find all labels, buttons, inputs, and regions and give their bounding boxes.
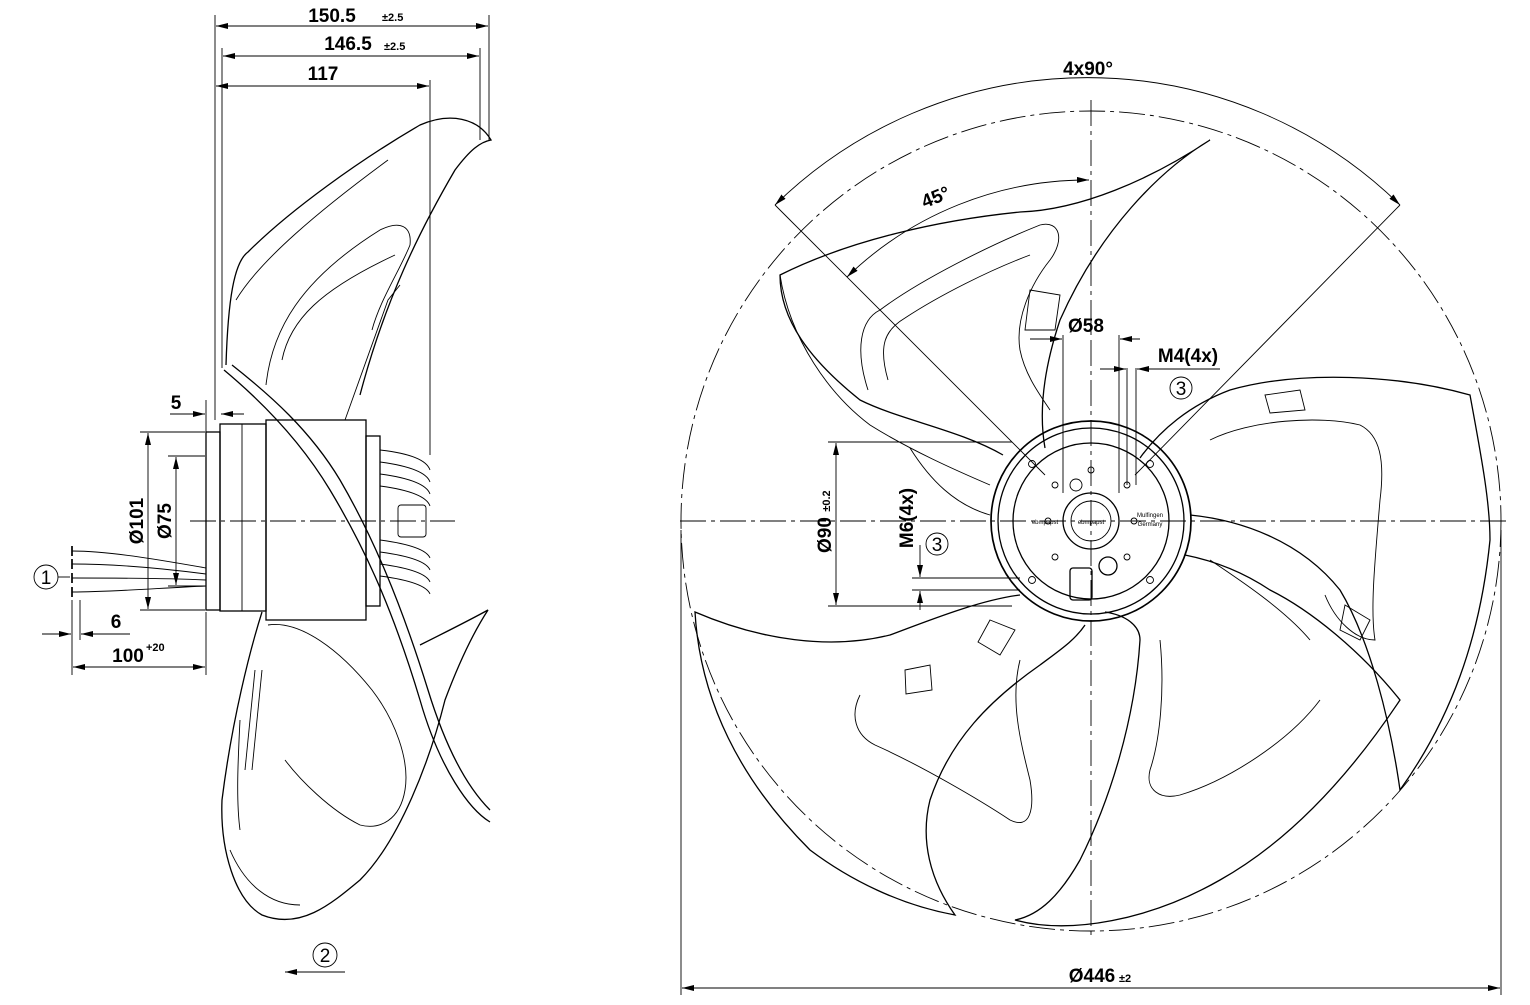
callout-3a-label: 3: [1176, 379, 1187, 400]
dim-d90-label: Ø90: [815, 517, 836, 553]
hub-center: [1062, 492, 1120, 550]
front-view: 4x90° 45°: [680, 59, 1510, 995]
blade-left-edge2: [909, 447, 991, 516]
hub-country: Germany: [1138, 522, 1163, 528]
dim-100-tol: +20: [146, 642, 165, 654]
dim-d446-tol: ±2: [1119, 973, 1131, 985]
dim-117-label: 117: [308, 64, 339, 85]
blade-bottom-left-rib: [854, 659, 1033, 823]
hub-cable-gland: [1069, 567, 1093, 601]
blade-right-slot: [1264, 389, 1306, 414]
blade-lower-right-rib2: [1209, 559, 1311, 641]
hub-ground-symbol: [1069, 478, 1083, 492]
callout-2-label: 2: [320, 946, 331, 967]
blade-right: [1139, 376, 1491, 792]
callout-1-label: 1: [41, 568, 52, 589]
lower-blade-edge: [229, 849, 301, 906]
cables: [71, 546, 207, 597]
blade-left-edge: [779, 274, 991, 486]
blade-top-rib: [860, 223, 1060, 411]
hub-hole-7: [1130, 517, 1138, 525]
upper-blade-rib3: [344, 284, 401, 421]
hub-plug: [1098, 556, 1118, 576]
callout-3a-circle: [1169, 376, 1193, 400]
blade-top-rib2: [883, 254, 1031, 381]
thread-m6-label: M6(4x): [897, 488, 918, 548]
dim-d58-label: Ø58: [1068, 316, 1104, 337]
dim-d101-label: Ø101: [127, 497, 148, 544]
hub-hole-3: [1051, 553, 1059, 561]
dim-150-5-label: 150.5: [308, 6, 356, 27]
lower-blade-outline: [221, 609, 489, 921]
blade-bottom-left-slot: [904, 664, 933, 695]
angle-45-label: 45°: [919, 183, 954, 213]
hub-hole-6: [1044, 517, 1052, 525]
callout-2-circle: [312, 942, 338, 968]
hub-logo-right: ebmpapst: [1078, 520, 1105, 526]
front-blades: [694, 139, 1491, 927]
blade-lower-right: [1014, 554, 1401, 927]
dim-146-5-label: 146.5: [324, 34, 372, 55]
side-view: 150.5 ±2.5 146.5 ±2.5 117: [33, 6, 493, 975]
blade-bottom-left-slot2: [977, 619, 1016, 656]
upper-blade-outline: [225, 117, 493, 396]
hub-bolt-4: [1146, 576, 1154, 584]
callout-3b-label: 3: [932, 535, 943, 556]
arc-45: [846, 176, 1090, 278]
blade-right-rib: [1209, 419, 1383, 641]
lower-blade-edge2: [237, 719, 241, 831]
rotor-body: [265, 419, 367, 621]
blade-section-front: [223, 369, 491, 823]
angle-4x90-label: 4x90°: [1063, 59, 1113, 80]
hub-hole-5: [1087, 466, 1095, 474]
lower-blade-slot2: [251, 669, 263, 771]
dim-d75-label: Ø75: [155, 503, 176, 539]
dim-d90-tol: ±0.2: [821, 490, 833, 511]
hub-bolt-1: [1028, 460, 1036, 468]
blade-lower-right-rib: [1148, 639, 1321, 797]
dim-150-5-tol: ±2.5: [382, 12, 403, 24]
hub-outer: [990, 420, 1192, 622]
thread-m4-label: M4(4x): [1158, 346, 1218, 367]
hub: ebmpapst ebmpapst Mulfingen Germany: [990, 420, 1192, 622]
callout-3b-circle: [925, 532, 949, 556]
hub-center-inner: [1070, 500, 1112, 542]
hub-bolt-2: [1146, 460, 1154, 468]
hub-bolt-3: [1028, 576, 1036, 584]
cooling-fins: [379, 449, 431, 595]
lower-blade-slot: [244, 669, 256, 771]
hub-logo-left: ebmpapst: [1032, 520, 1059, 526]
dim-d446-label: Ø446: [1069, 966, 1115, 987]
blade-top-slot: [1024, 289, 1061, 331]
motor-housing: [219, 423, 267, 612]
blade-right-slot2: [1339, 604, 1371, 641]
hub-city: Mulfingen: [1137, 513, 1163, 519]
blade-section-back: [231, 364, 491, 811]
arc-4x90: [774, 77, 1401, 206]
rotor-ring: [365, 435, 381, 607]
diag-45-right: [1134, 204, 1401, 476]
upper-blade-edge: [235, 159, 389, 301]
dim-100-label: 100: [112, 646, 144, 667]
hub-hole-1: [1051, 481, 1059, 489]
upper-blade-rib2: [281, 254, 396, 361]
blade-top: [779, 139, 1211, 456]
dim-5-label: 5: [171, 393, 182, 414]
hub-hole-4: [1123, 553, 1131, 561]
blade-bottom-left: [694, 594, 1086, 916]
hub-ring: [997, 427, 1185, 615]
diag-45-left: [774, 204, 1046, 476]
dim-6-label: 6: [111, 612, 122, 633]
dim-146-5-tol: ±2.5: [384, 41, 405, 53]
upper-blade-rib: [265, 224, 411, 386]
lower-blade-rib: [267, 624, 407, 827]
